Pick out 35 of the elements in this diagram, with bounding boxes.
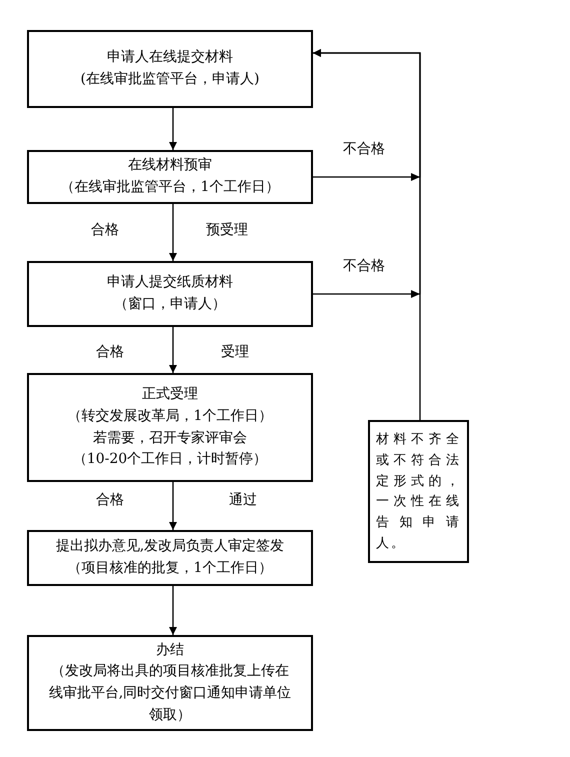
process-box <box>27 530 313 586</box>
step-title: 申请人提交纸质材料 <box>107 273 233 292</box>
process-box <box>27 30 313 108</box>
edge-label: 不合格 <box>342 140 386 158</box>
edge-label: 合格 <box>95 491 125 509</box>
step-detail: （窗口，申请人） <box>114 295 226 314</box>
process-box <box>27 373 313 482</box>
step-title: 材料不齐全或不符合法定形式的，一次性在线告知申请人。 <box>376 431 461 553</box>
note-box <box>368 420 469 563</box>
process-box <box>27 635 313 731</box>
step-title: 正式受理 <box>142 385 198 404</box>
flow-label: 受理 <box>220 343 250 361</box>
edge-label: 合格 <box>95 343 125 361</box>
step-detail: (在线审批监管平台，申请人) <box>80 70 260 89</box>
step-title: 在线材料预审 <box>128 156 212 176</box>
edge-label: 不合格 <box>342 257 386 275</box>
step-detail: （发改局将出具的项目核准批复上传在线审批平台,同时交付窗口通知申请单位领取） <box>48 662 292 725</box>
step-detail: （在线审批监管平台，1个工作日） <box>60 178 280 197</box>
process-box <box>27 150 313 204</box>
arrow <box>169 482 177 530</box>
step-detail: （10-20个工作日，计时暂停） <box>72 450 268 470</box>
step-detail: 若需要，召开专家评审会 <box>93 428 247 448</box>
process-box <box>27 261 313 327</box>
step-detail: （转交发展改革局，1个工作日） <box>68 406 272 426</box>
step-title: 提出拟办意见,发改局负责人审定签发 <box>56 537 284 556</box>
step-detail: （项目核准的批复，1个工作日） <box>68 559 272 578</box>
step-title: 办结 <box>156 640 184 660</box>
arrow <box>169 204 177 261</box>
step-title: 申请人在线提交材料 <box>107 48 233 68</box>
arrow <box>169 586 177 635</box>
flow-label: 预受理 <box>205 221 249 239</box>
arrow <box>313 49 421 420</box>
arrow <box>169 108 177 150</box>
edge-label: 合格 <box>90 221 120 239</box>
arrow <box>169 327 177 373</box>
